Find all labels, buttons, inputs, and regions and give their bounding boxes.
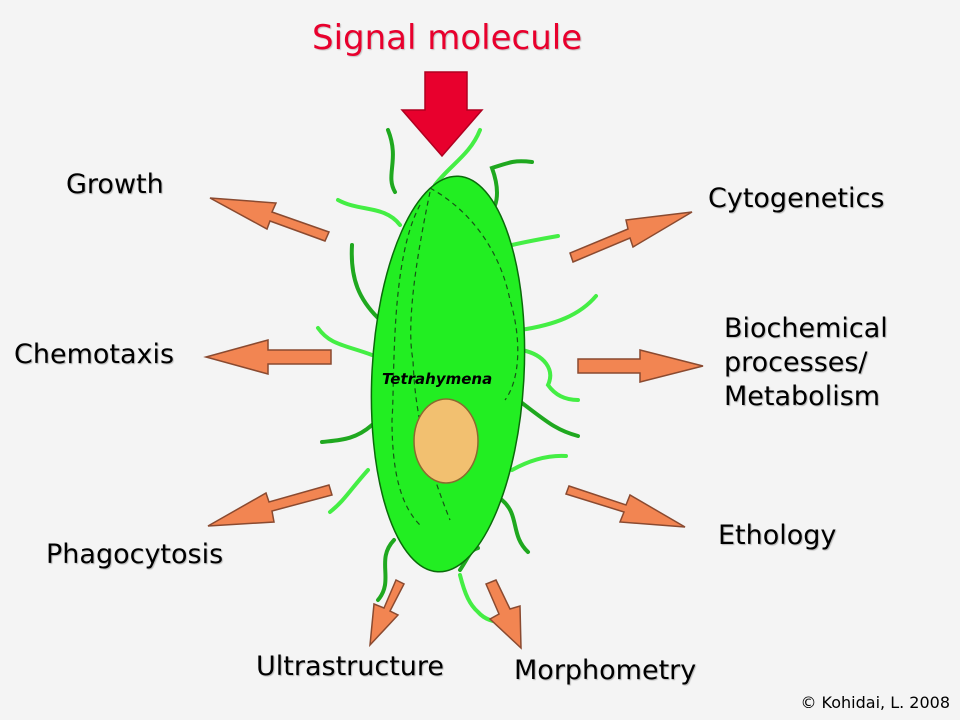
label-biochemical-line-2: processes/ [724, 346, 868, 378]
label-biochemical: Biochemical processes/ Metabolism [724, 312, 888, 413]
label-phagocytosis: Phagocytosis [46, 539, 224, 570]
signal-arrow [400, 71, 484, 158]
nucleus [413, 398, 479, 484]
label-ethology: Ethology [718, 520, 837, 551]
copyright: © Kohidai, L. 2008 [800, 693, 950, 712]
arrow-biochemical [577, 349, 704, 383]
label-biochemical-line-1: Biochemical [724, 313, 888, 344]
label-morphometry: Morphometry [514, 655, 697, 686]
label-biochemical-line-3: Metabolism [724, 380, 881, 412]
cell-body [370, 175, 526, 573]
arrow-phagocytosis [207, 484, 333, 527]
label-ultrastructure: Ultrastructure [256, 651, 445, 682]
arrow-growth [209, 197, 331, 242]
organism-label: Tetrahymena [382, 370, 493, 388]
signal-molecule-title: Signal molecule [312, 18, 583, 58]
cilia-light [316, 128, 598, 624]
arrow-morphometry [485, 579, 522, 650]
label-chemotaxis: Chemotaxis [14, 339, 175, 370]
arrow-ethology [565, 485, 686, 528]
label-growth: Growth [66, 169, 164, 200]
arrow-cytogenetics [569, 211, 693, 264]
label-cytogenetics: Cytogenetics [708, 183, 885, 214]
arrow-ultrastructure [369, 578, 406, 648]
arrow-chemotaxis [203, 339, 332, 375]
